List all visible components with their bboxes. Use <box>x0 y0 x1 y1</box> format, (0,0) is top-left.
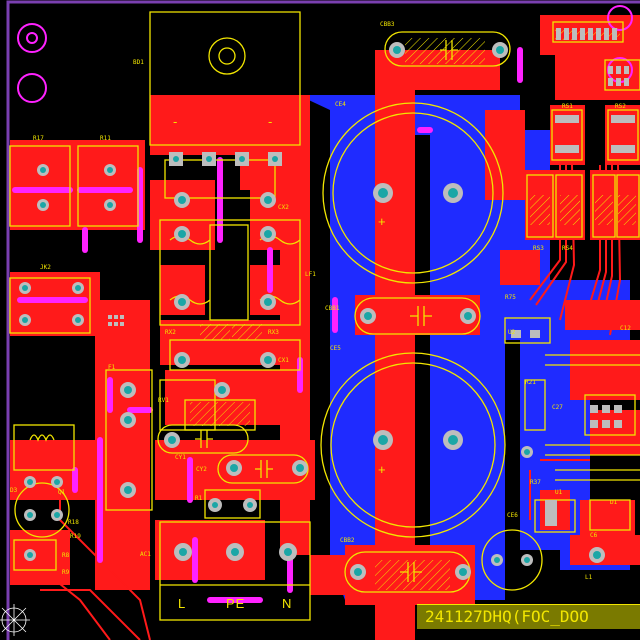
connector-label-pe: PE <box>226 596 246 611</box>
polarity-plus-ce5: + <box>378 462 386 477</box>
magenta-rings <box>17 5 633 103</box>
through-hole-pads <box>19 42 605 580</box>
keepout-lines <box>12 47 523 603</box>
connector-label-l: L <box>178 596 187 611</box>
polarity-minus-cx: - <box>268 114 273 129</box>
board-title: 241127DHQ(FOC_DOO <box>425 607 589 626</box>
board-outline <box>6 0 640 640</box>
polarity-minus-bd1: - <box>173 114 178 129</box>
board-title-strip: 241127DHQ(FOC_DOO <box>417 604 640 629</box>
polarity-plus-ce4: + <box>378 214 386 229</box>
connector-label-n: N <box>282 596 293 611</box>
smd-pads <box>108 28 635 526</box>
hatched-bodies <box>190 28 636 590</box>
crosshair-cursor-icon <box>0 604 30 636</box>
